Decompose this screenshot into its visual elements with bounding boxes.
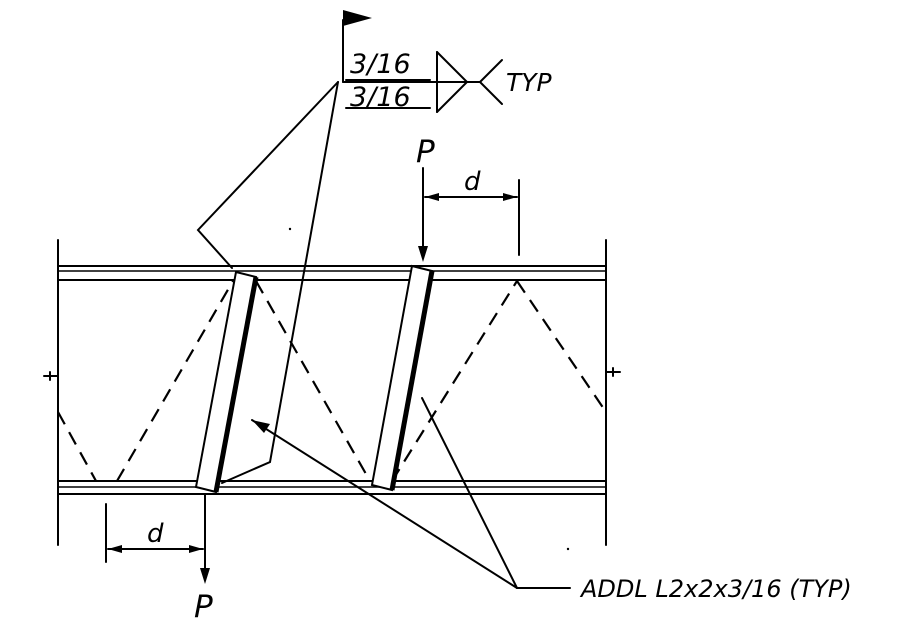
stray-dot: [288, 227, 292, 231]
top-dimension-label: d: [464, 167, 481, 197]
right-break-line: [605, 239, 621, 546]
stray-dot: [566, 547, 570, 551]
top-chord: [57, 265, 607, 281]
member-callout-leaders: [251, 397, 571, 589]
bottom-dimension: [105, 503, 204, 563]
arrow-icon: [252, 420, 270, 433]
weld-tail-icon: [479, 59, 503, 105]
weld-leaders: [196, 81, 339, 484]
weld-tail-note: TYP: [506, 68, 553, 97]
bottom-dimension-label: d: [147, 519, 164, 549]
member-callout-note: ADDL L2x2x3/16 (TYP): [579, 575, 852, 603]
top-load-label: P: [416, 134, 435, 170]
bottom-load-arrow: [200, 493, 210, 584]
top-dimension: [424, 179, 520, 256]
weld-arrow-side-size: 3/16: [350, 49, 411, 80]
left-break-line: [43, 239, 59, 546]
bottom-load-label: P: [194, 589, 213, 622]
added-angle-left: [194, 270, 259, 494]
web-members: [57, 280, 607, 482]
added-angle-right: [370, 264, 435, 492]
arrow-down-icon: [418, 246, 428, 262]
bottom-chord: [57, 480, 607, 495]
top-load-arrow: [418, 167, 428, 262]
weld-symbol: 3/16 3/16 TYP: [342, 10, 553, 113]
flag-icon: [343, 10, 372, 26]
arrow-down-icon: [200, 568, 210, 584]
